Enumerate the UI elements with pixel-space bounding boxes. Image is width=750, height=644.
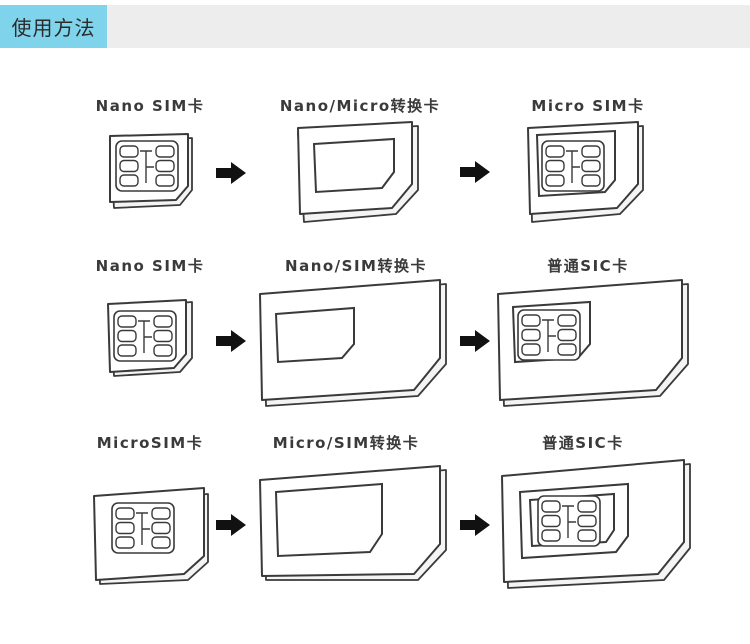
micro-sim-in-adapter bbox=[527, 121, 644, 223]
row1-middle-label: Nano/Micro转换卡 bbox=[279, 97, 441, 115]
micro-sim-in-standard-adapter bbox=[501, 459, 691, 589]
arrow-icon bbox=[216, 514, 246, 536]
nano-sim-card bbox=[109, 133, 193, 209]
header-tab: 使用方法 bbox=[0, 5, 107, 48]
row3-right-label: 普通SIC卡 bbox=[542, 434, 624, 452]
nano-sim-adapter bbox=[259, 279, 447, 407]
nano-micro-adapter bbox=[297, 121, 419, 223]
row2-left-label: Nano SIM卡 bbox=[95, 257, 205, 275]
arrow-icon bbox=[460, 161, 490, 183]
micro-sim-adapter bbox=[259, 465, 447, 581]
page-title: 使用方法 bbox=[11, 16, 96, 40]
arrow-icon bbox=[460, 514, 490, 536]
row3-middle-label: Micro/SIM转换卡 bbox=[272, 434, 420, 452]
nano-sim-in-standard-adapter bbox=[497, 279, 689, 407]
row1-left-label: Nano SIM卡 bbox=[95, 97, 205, 115]
header-bar bbox=[0, 5, 750, 48]
nano-sim-card bbox=[107, 299, 193, 377]
arrow-icon bbox=[216, 330, 246, 352]
row2-right-label: 普通SIC卡 bbox=[547, 257, 629, 275]
arrow-icon bbox=[460, 330, 490, 352]
micro-sim-card bbox=[93, 487, 209, 585]
row1-right-label: Micro SIM卡 bbox=[531, 97, 645, 115]
row2-middle-label: Nano/SIM转换卡 bbox=[285, 257, 427, 275]
row3-left-label: MicroSIM卡 bbox=[96, 434, 204, 452]
arrow-icon bbox=[216, 162, 246, 184]
